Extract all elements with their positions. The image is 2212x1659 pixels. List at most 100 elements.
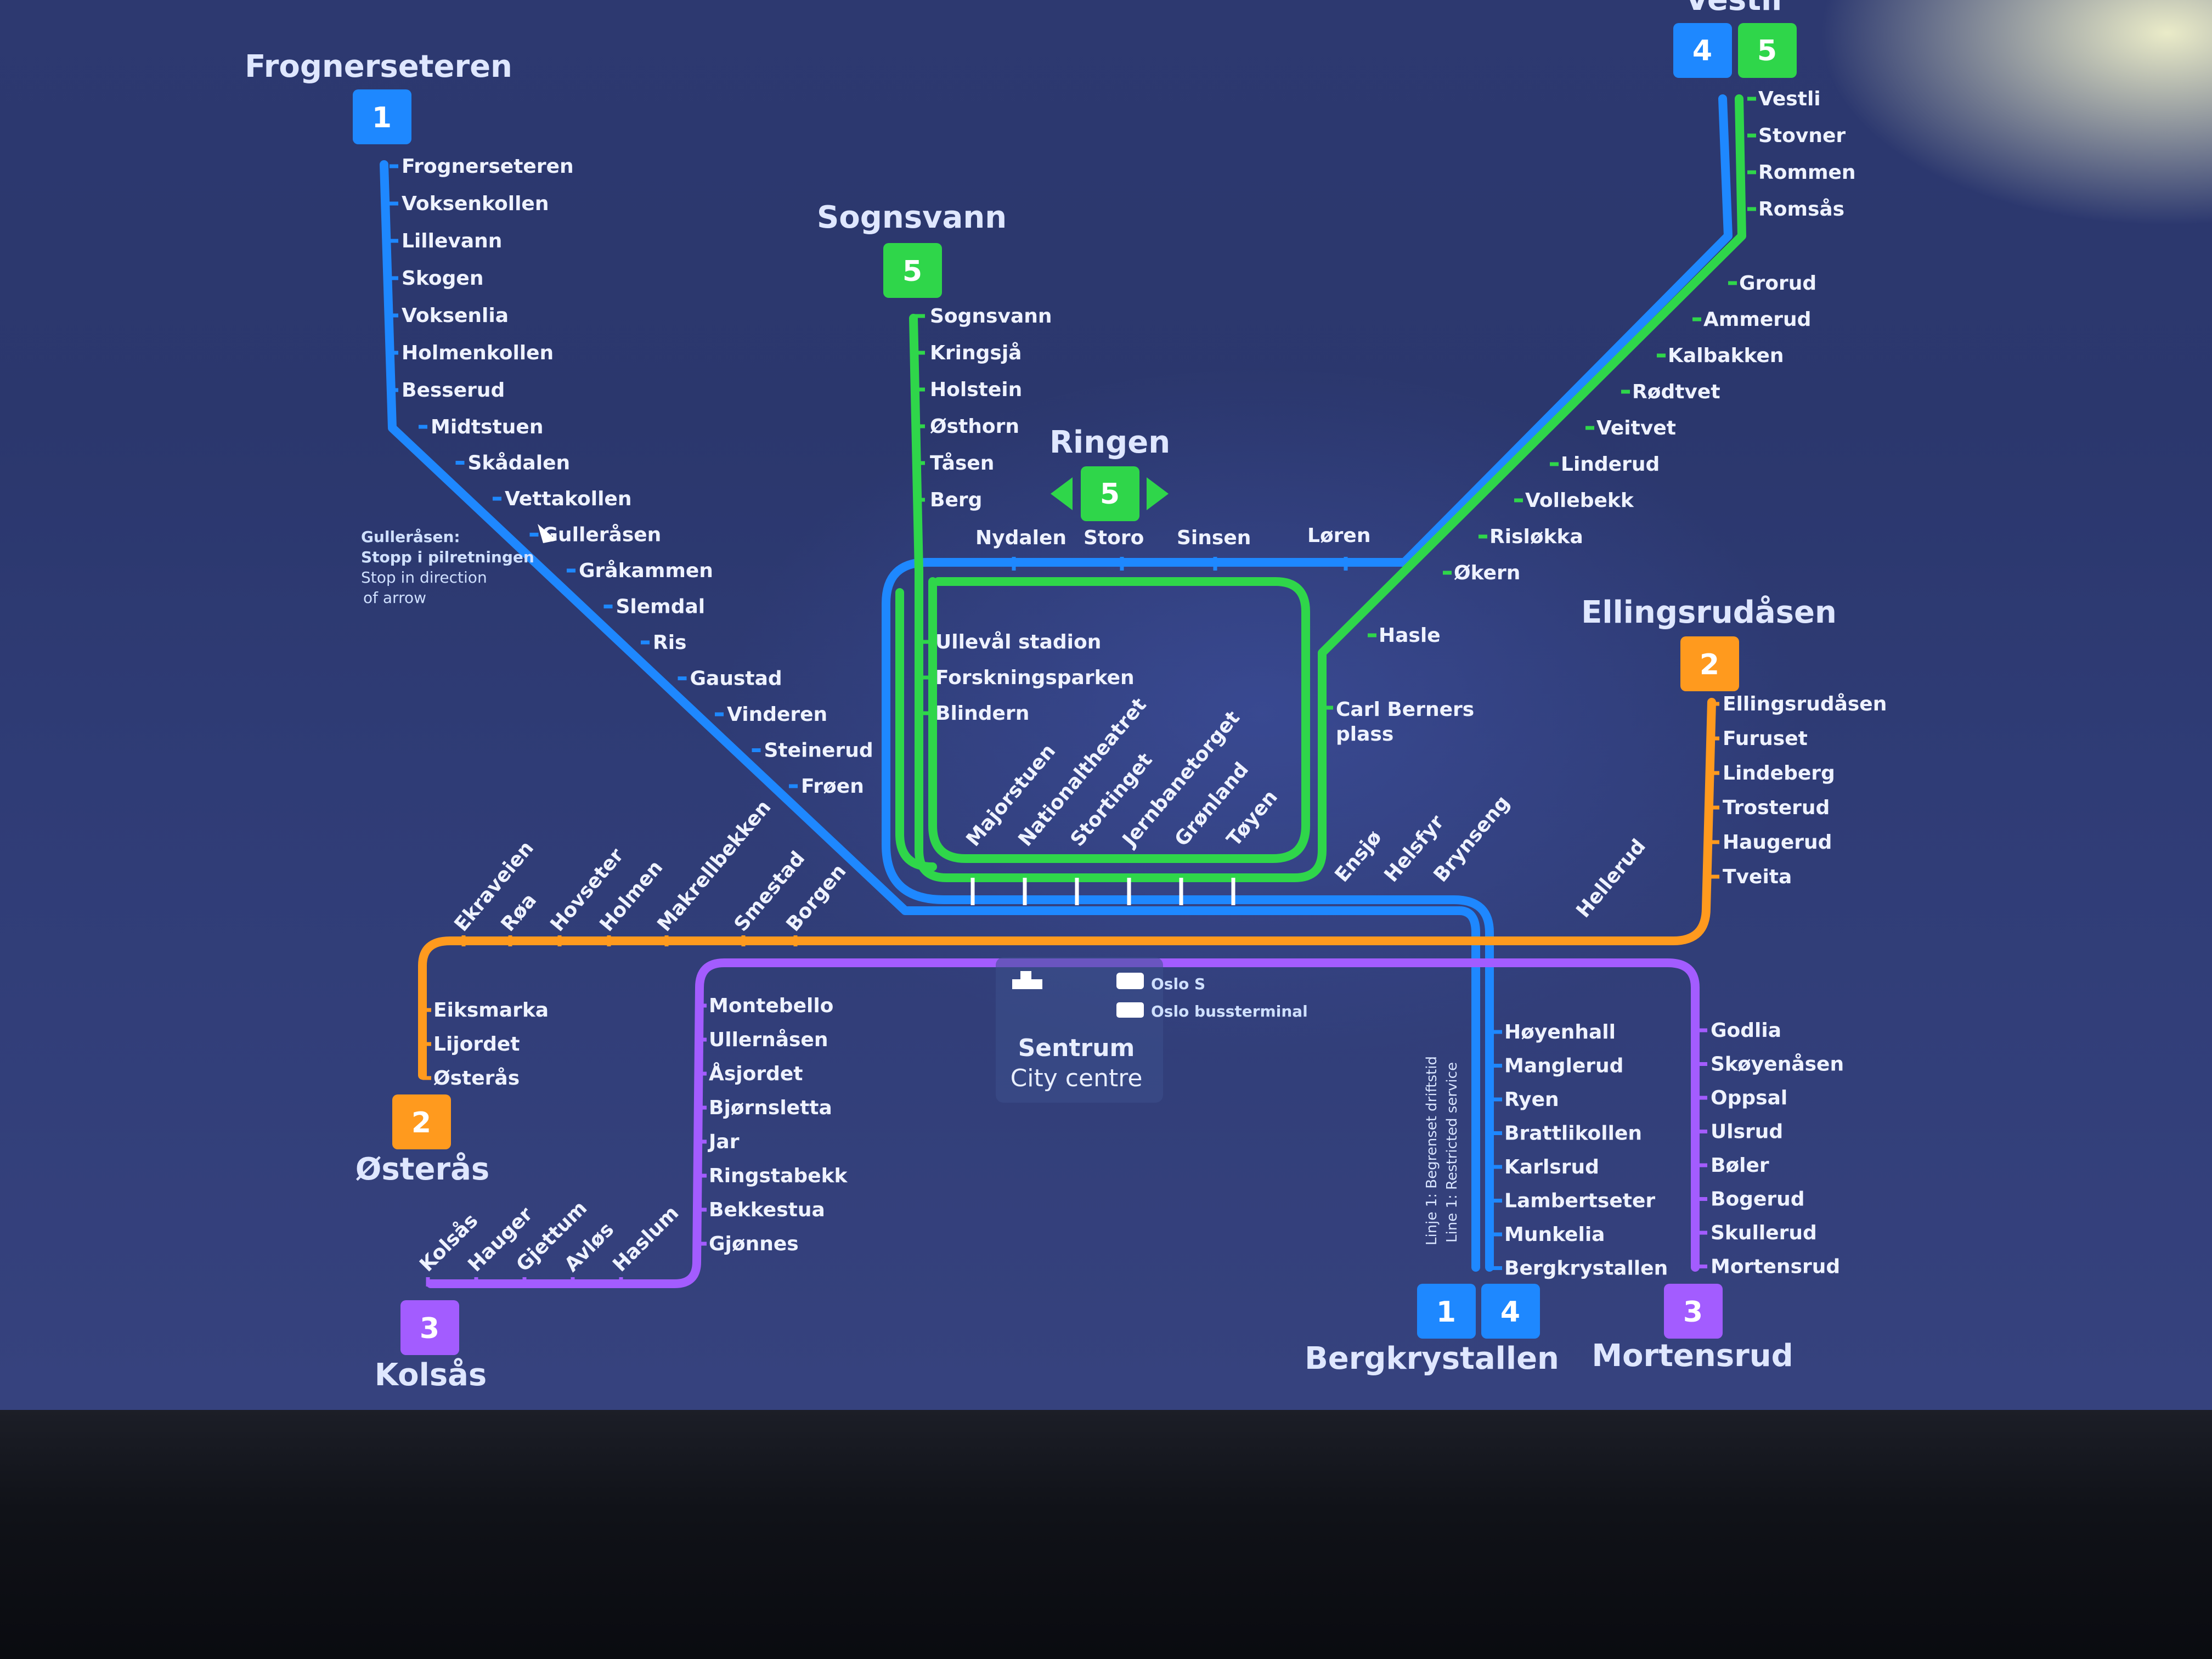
station-line3_west-3: Bjørnsletta bbox=[709, 1097, 832, 1119]
station-ring_right-0: Carl Berners bbox=[1336, 698, 1474, 721]
station-ring_top-3: Løren bbox=[1307, 524, 1370, 547]
arrow-left-icon bbox=[1051, 477, 1073, 510]
badge-mortensrud-label: 3 bbox=[1683, 1296, 1703, 1329]
station-line1-17: Frøen bbox=[801, 775, 864, 798]
station-bergkrystallen-1: Manglerud bbox=[1504, 1055, 1623, 1077]
line-3-route bbox=[426, 958, 1700, 1288]
gulleraasen-note-2: Stopp i pilretningen bbox=[361, 548, 534, 566]
station-vestli-12: Økern bbox=[1454, 562, 1520, 584]
station-line1-16: Steinerud bbox=[764, 740, 873, 762]
station-line2_east-1: Ellingsrudåsen bbox=[1723, 693, 1887, 715]
station-line1-13: Ris bbox=[653, 631, 687, 654]
station-line3_west-1: Ullernåsen bbox=[709, 1029, 828, 1051]
badge-vestli-5 bbox=[1738, 23, 1797, 78]
gulleraasen-note-1: Gulleråsen: bbox=[361, 528, 460, 546]
station-line1-9: Vettakollen bbox=[505, 488, 631, 510]
terminal-frognerseteren: Frognerseteren bbox=[245, 49, 512, 84]
terminal-osteras: Østerås bbox=[356, 1152, 489, 1187]
station-mortensrud-7: Mortensrud bbox=[1711, 1256, 1840, 1278]
sentrum-label: Sentrum bbox=[1018, 1034, 1135, 1062]
station-line3_west-4: Jar bbox=[707, 1131, 740, 1153]
badge-vestli-4 bbox=[1673, 23, 1732, 78]
station-osteras-1: Lijordet bbox=[433, 1033, 520, 1056]
station-vestli-4: Grorud bbox=[1739, 272, 1816, 295]
station-mortensrud-2: Oppsal bbox=[1711, 1087, 1787, 1109]
line-badges: 1 5 5 4 5 2 2 3 1 4 3 bbox=[353, 23, 1797, 1355]
station-line1-0: Frognerseteren bbox=[402, 155, 574, 178]
station-ring_top-2: Sinsen bbox=[1177, 527, 1251, 549]
badge-osteras bbox=[392, 1094, 451, 1149]
badge-kolsas-label: 3 bbox=[420, 1312, 439, 1345]
station-line1-11: Gråkammen bbox=[579, 560, 713, 582]
badge-bergkrystallen-1 bbox=[1417, 1284, 1476, 1339]
bussterminal-label: Oslo bussterminal bbox=[1151, 1002, 1308, 1020]
line-2-route bbox=[418, 698, 1716, 1080]
station-vestli-3: Romsås bbox=[1758, 198, 1844, 221]
metro-map: 1 5 5 4 5 2 2 3 1 4 3 Frognerseteren Sog… bbox=[245, 0, 1887, 1393]
station-line1-6: Besserud bbox=[402, 379, 505, 402]
station-line2_east-2: Furuset bbox=[1723, 727, 1808, 750]
station-bergkrystallen-4: Karlsrud bbox=[1504, 1156, 1599, 1178]
gulleraasen-note: Gulleråsen: Stopp i pilretningen Stop in… bbox=[361, 524, 557, 607]
station-line1-8: Skådalen bbox=[468, 452, 571, 475]
station-mortensrud-0: Godlia bbox=[1711, 1019, 1781, 1042]
bus-icon bbox=[1116, 1002, 1144, 1018]
station-osteras-0: Eiksmarka bbox=[433, 999, 549, 1022]
photo-background bbox=[0, 0, 2212, 1410]
station-ring_right-1: plass bbox=[1336, 723, 1393, 746]
badge-sognsvann bbox=[883, 243, 942, 298]
station-line1-14: Gaustad bbox=[690, 668, 782, 690]
station-center-0: Majorstuen bbox=[962, 740, 1060, 851]
station-line5_north-2: Holstein bbox=[930, 379, 1022, 401]
station-line2_east-3: Lindeberg bbox=[1723, 762, 1835, 785]
badge-vestli-5-label: 5 bbox=[1757, 35, 1777, 67]
terminal-ellingsrudasen: Ellingsrudåsen bbox=[1581, 595, 1837, 630]
terminal-mortensrud: Mortensrud bbox=[1592, 1338, 1793, 1374]
badge-kolsas bbox=[400, 1300, 459, 1355]
line-5-ring-outer bbox=[895, 588, 937, 871]
station-bergkrystallen-7: Bergkrystallen bbox=[1504, 1257, 1668, 1280]
line-1-route bbox=[380, 160, 1480, 1272]
station-line2_west-1: Røa bbox=[496, 889, 541, 936]
station-mortensrud-6: Skullerud bbox=[1711, 1222, 1817, 1244]
station-vestli-7: Rødtvet bbox=[1632, 381, 1720, 403]
station-ring_top-0: Nydalen bbox=[975, 527, 1066, 549]
station-vestli-5: Ammerud bbox=[1703, 308, 1811, 331]
badge-bergkrystallen-1-label: 1 bbox=[1436, 1296, 1456, 1329]
badge-ellingsrudasen-label: 2 bbox=[1700, 648, 1719, 681]
station-line1-4: Voksenlia bbox=[402, 304, 509, 327]
station-ring_inner-2: Blindern bbox=[935, 702, 1029, 725]
station-mortensrud-5: Bogerud bbox=[1711, 1188, 1805, 1211]
station-vestli-9: Linderud bbox=[1561, 453, 1660, 476]
station-bergkrystallen-3: Brattlikollen bbox=[1504, 1122, 1642, 1145]
restricted-note-en: Line 1: Restricted service bbox=[1444, 1062, 1460, 1243]
terminal-kolsas: Kolsås bbox=[375, 1357, 487, 1393]
badge-frognerseteren bbox=[353, 89, 411, 144]
station-line5_north-1: Kringsjå bbox=[930, 342, 1022, 364]
station-line5_north-4: Tåsen bbox=[930, 452, 994, 475]
badge-mortensrud bbox=[1664, 1284, 1723, 1339]
terminal-sognsvann: Sognsvann bbox=[817, 200, 1007, 235]
station-line3_west-0: Montebello bbox=[709, 995, 833, 1017]
screen-bezel bbox=[0, 1410, 2212, 1659]
badge-bergkrystallen-4 bbox=[1481, 1284, 1540, 1339]
station-vestli-1: Stovner bbox=[1758, 125, 1846, 147]
station-line3_west-7: Gjønnes bbox=[709, 1233, 799, 1255]
station-line1-15: Vinderen bbox=[727, 703, 827, 726]
line-5-ring bbox=[928, 577, 1310, 863]
station-kolsas-4: Haslum bbox=[608, 1201, 683, 1276]
station-line3_west-5: Ringstabekk bbox=[709, 1165, 848, 1187]
station-ticks bbox=[390, 97, 1756, 1286]
station-bergkrystallen-2: Ryen bbox=[1504, 1088, 1559, 1111]
terminal-vestli: Vestli bbox=[1685, 0, 1782, 18]
station-line1-10: Gulleråsen bbox=[542, 524, 662, 546]
station-ring_inner-0: Ullevål stadion bbox=[935, 631, 1101, 653]
station-line1-3: Skogen bbox=[402, 267, 483, 290]
station-osteras-2: Østerås bbox=[433, 1067, 520, 1090]
badge-vestli-4-label: 4 bbox=[1692, 35, 1712, 67]
station-ring_top-1: Storo bbox=[1084, 527, 1144, 549]
station-line2_east-0: Hellerud bbox=[1572, 835, 1650, 922]
gulleraasen-note-4: of arrow bbox=[363, 589, 426, 607]
station-mortensrud-3: Ulsrud bbox=[1711, 1121, 1783, 1143]
station-line2_east-4: Trosterud bbox=[1723, 797, 1830, 819]
